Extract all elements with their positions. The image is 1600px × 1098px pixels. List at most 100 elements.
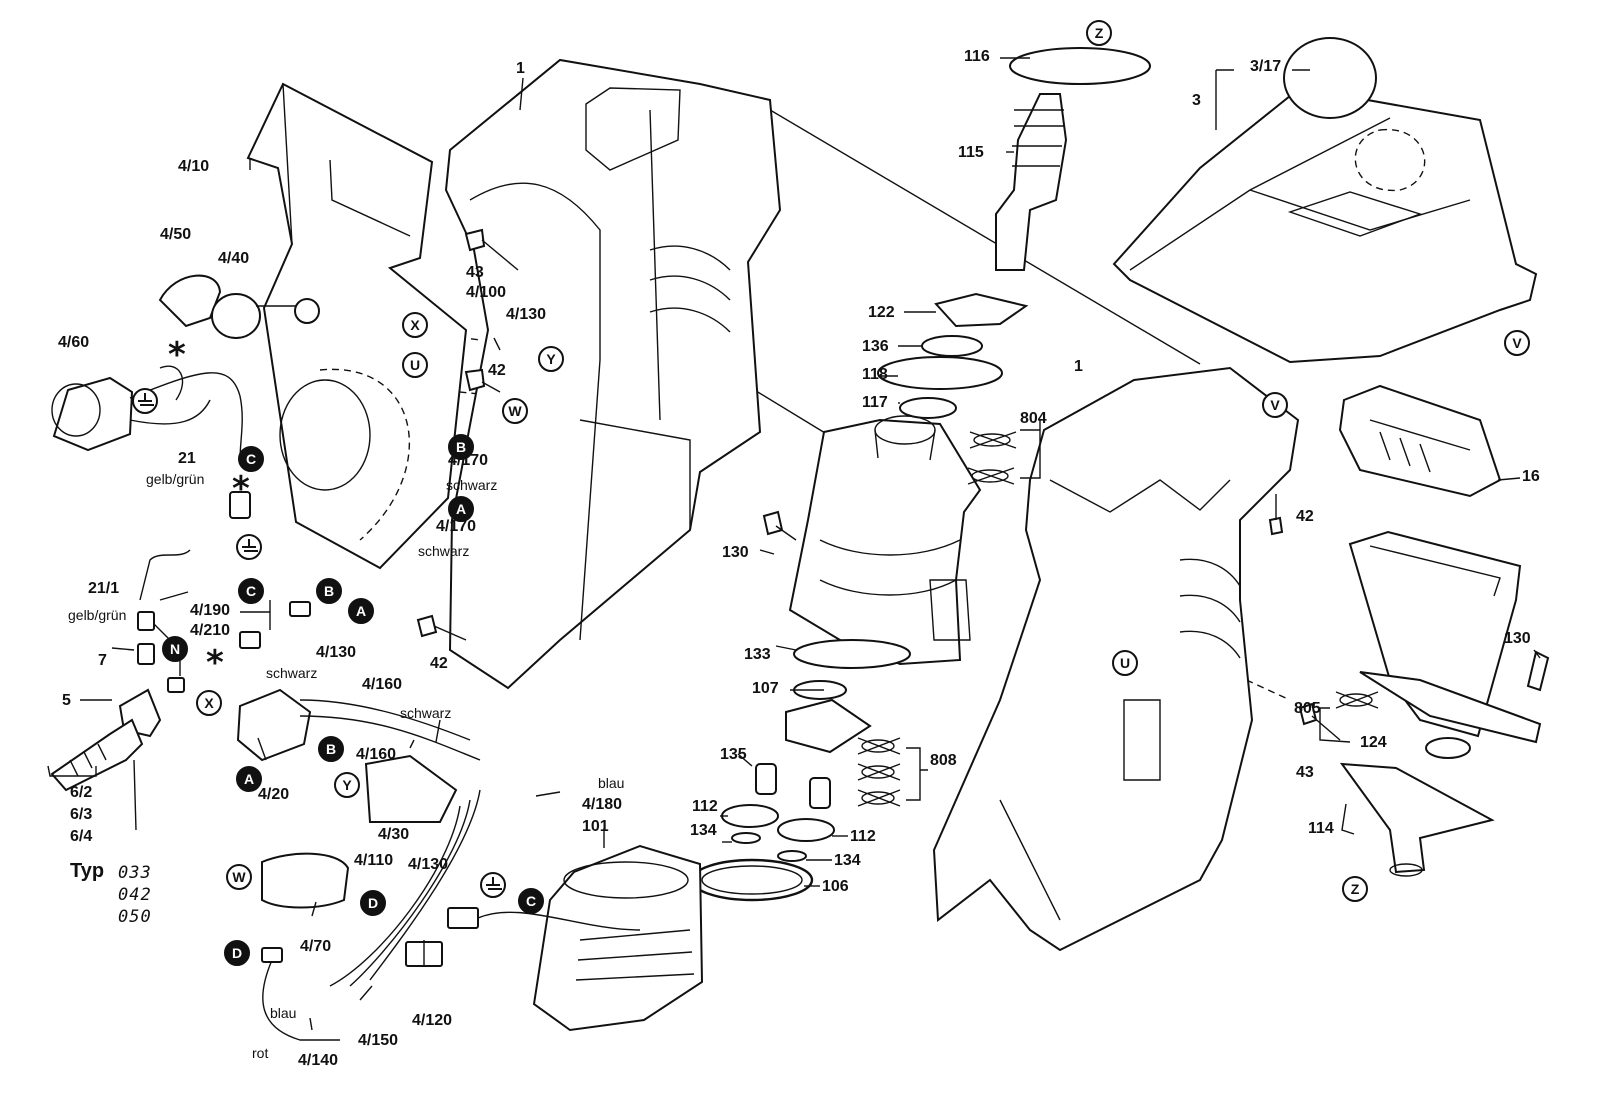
part-label: 114 <box>1308 820 1334 837</box>
part-label: 3/17 <box>1250 58 1282 75</box>
part-label: 107 <box>752 680 779 697</box>
marker-x: X <box>402 312 428 338</box>
wire-label: schwarz <box>266 665 318 681</box>
part-label: 4/190 <box>190 602 231 619</box>
shaft-assembly <box>877 47 1151 419</box>
part-label: 4/160 <box>362 676 403 693</box>
part-label: 115 <box>958 144 984 161</box>
asterisk-mark: * <box>232 469 250 509</box>
part-label: 4/110 <box>354 852 394 869</box>
part-label: 101 <box>582 818 609 835</box>
part-label: 4/40 <box>218 250 250 267</box>
part-label: 130 <box>1504 630 1531 647</box>
marker-y: Y <box>538 346 564 372</box>
part-label: 4/210 <box>190 622 231 639</box>
marker-u: U <box>1112 650 1138 676</box>
marker-c: C <box>238 446 264 472</box>
leader-lines <box>47 57 1541 1031</box>
type-code: 050 <box>118 907 152 927</box>
part-label: 112 <box>850 828 876 845</box>
part-label: 16 <box>1522 468 1540 485</box>
feed-hopper-parts <box>1338 384 1542 877</box>
part-label: 42 <box>488 362 506 379</box>
part-label: 4/10 <box>178 158 210 175</box>
part-label: 117 <box>862 394 888 411</box>
part-label: 805 <box>1294 700 1321 717</box>
motor-housing-part <box>788 415 982 666</box>
inlet-chute-part <box>246 82 468 570</box>
part-label: 4/100 <box>466 284 507 301</box>
cover-part <box>1112 37 1538 364</box>
part-label: 4/130 <box>506 306 547 323</box>
wire-label: schwarz <box>400 705 452 721</box>
part-label: 1 <box>516 60 525 77</box>
crossed-out-parts <box>857 431 1379 807</box>
ground-icon <box>132 388 158 414</box>
part-label: 43 <box>466 264 484 281</box>
part-label: 21 <box>178 450 196 467</box>
part-label: 4/150 <box>358 1032 399 1049</box>
part-label: 6/2 <box>70 784 93 801</box>
ground-icon <box>480 872 506 898</box>
part-label: 808 <box>930 752 957 769</box>
part-label: 42 <box>430 655 448 672</box>
stator-part <box>532 844 704 1032</box>
marker-x: X <box>196 690 222 716</box>
part-label: 21/1 <box>88 580 120 597</box>
wire-label: schwarz <box>446 477 498 493</box>
part-label: 43 <box>1296 764 1314 781</box>
part-label: 4/60 <box>58 334 90 351</box>
marker-c: C <box>518 888 544 914</box>
marker-w: W <box>502 398 528 424</box>
part-label: 4/160 <box>356 746 397 763</box>
part-label: 804 <box>1020 410 1047 427</box>
part-label: 135 <box>720 746 747 763</box>
wire-label: schwarz <box>418 543 470 559</box>
part-label: 4/120 <box>412 1012 453 1029</box>
marker-z: Z <box>1086 20 1112 46</box>
part-label: 4/180 <box>582 796 623 813</box>
marker-b: B <box>318 736 344 762</box>
part-label: 1 <box>1074 358 1083 375</box>
part-label: Typ <box>70 860 105 882</box>
part-label: 136 <box>862 338 889 355</box>
marker-c: C <box>238 578 264 604</box>
part-label: 4/140 <box>298 1052 339 1069</box>
part-label: 133 <box>744 646 771 663</box>
type-code: 033 <box>118 863 152 883</box>
part-label: 4/70 <box>300 938 332 955</box>
part-label: 106 <box>822 878 849 895</box>
marker-y: Y <box>334 772 360 798</box>
electrical-parts <box>50 274 641 1041</box>
asterisk-mark: * <box>168 335 186 375</box>
part-label: 112 <box>692 798 718 815</box>
part-label: 116 <box>964 48 990 65</box>
asterisk-mark: * <box>206 643 224 683</box>
part-label: 5 <box>62 692 71 709</box>
part-label: 4/30 <box>378 826 410 843</box>
part-label: 4/50 <box>160 226 192 243</box>
ground-icon <box>236 534 262 560</box>
part-label: 134 <box>690 822 717 839</box>
part-label: 118 <box>862 366 888 383</box>
marker-z: Z <box>1342 876 1368 902</box>
part-label: 124 <box>1360 734 1387 751</box>
marker-b: B <box>448 434 474 460</box>
gear-stack <box>690 639 911 902</box>
part-label: 130 <box>722 544 749 561</box>
part-label: 42 <box>1296 508 1314 525</box>
wire-label: gelb/grün <box>146 471 205 487</box>
part-label: 122 <box>868 304 895 321</box>
marker-b: B <box>316 578 342 604</box>
part-label: 4/130 <box>408 856 449 873</box>
wire-label: blau <box>598 775 625 791</box>
marker-u: U <box>402 352 428 378</box>
screws <box>416 228 1550 741</box>
part-label: 6/4 <box>70 828 93 845</box>
marker-n: N <box>162 636 188 662</box>
type-code: 042 <box>118 885 152 905</box>
wire-label: blau <box>270 1005 297 1021</box>
marker-a: A <box>448 496 474 522</box>
marker-v: V <box>1504 330 1530 356</box>
